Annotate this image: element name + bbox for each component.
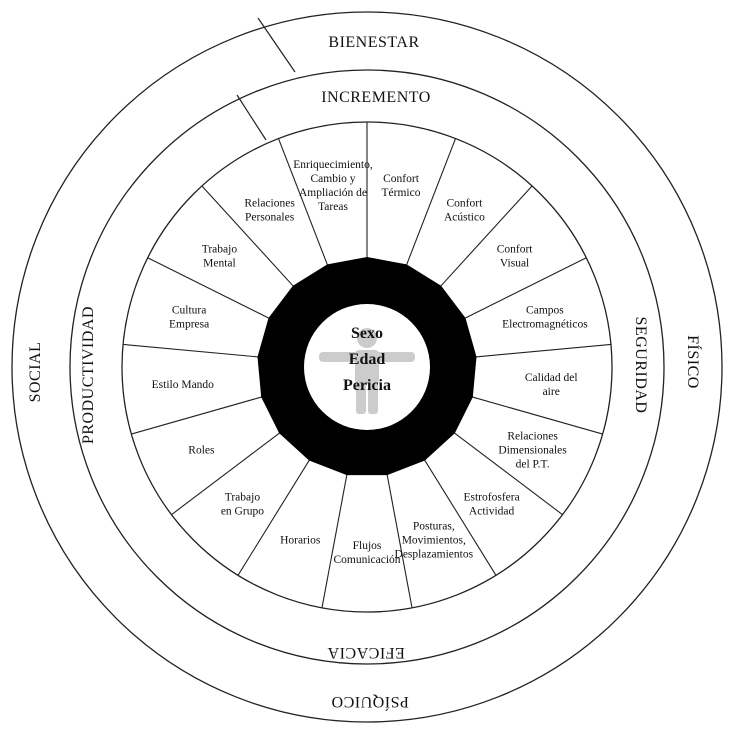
segment-label-line: Electromagnéticos bbox=[502, 318, 588, 330]
segment-label: Posturas, Movimientos, Desplazamientos bbox=[395, 521, 474, 561]
segment-label-line: Relaciones bbox=[507, 431, 558, 443]
segment-label-line: Tareas bbox=[318, 201, 348, 213]
segment-label-line: Trabajo bbox=[225, 492, 261, 504]
segment-label-line: Trabajo bbox=[202, 244, 238, 256]
inner-ring-left-label: PRODUCTIVIDAD bbox=[80, 306, 97, 444]
center-label-edad: Edad bbox=[349, 351, 386, 368]
middle-circle bbox=[69, 69, 665, 665]
segment-label-line: Estrofosfera bbox=[463, 492, 519, 504]
inner-ring-top-label: INCREMENTO bbox=[321, 89, 431, 106]
segment-spokes bbox=[122, 122, 612, 608]
outer-ring-divider bbox=[257, 17, 296, 73]
person-icon bbox=[319, 328, 415, 414]
segment-label-line: Comunicación bbox=[333, 554, 400, 566]
segment-divider bbox=[131, 396, 264, 435]
segment-label-line: Cambio y bbox=[310, 173, 355, 185]
center-label-pericia: Pericia bbox=[343, 377, 391, 394]
segment-label-line: Campos bbox=[526, 304, 564, 316]
segment-label-line: Estilo Mando bbox=[152, 379, 215, 391]
segment-label-line: Calidad del bbox=[525, 372, 578, 384]
segment-divider bbox=[386, 473, 413, 608]
segment-label: Estilo Mando bbox=[152, 379, 215, 391]
outer-circle bbox=[11, 11, 723, 723]
segment-label-line: Personales bbox=[245, 212, 295, 224]
segment-label-line: Horarios bbox=[280, 535, 321, 547]
segment-label-line: Dimensionales bbox=[498, 445, 567, 457]
segment-divider bbox=[201, 185, 295, 288]
segment-label-line: del P.T. bbox=[516, 459, 550, 471]
segment-label-line: Enriquecimiento, bbox=[293, 159, 373, 171]
segment-label-line: Confort bbox=[497, 244, 534, 256]
segment-label-line: Empresa bbox=[169, 318, 209, 330]
segment-label: Calidad del aire bbox=[525, 372, 578, 398]
segment-label: Enriquecimiento, Cambio y Ampliación de Tar… bbox=[293, 159, 373, 213]
segment-label-line: Confort bbox=[447, 198, 484, 210]
segment-divider bbox=[405, 138, 457, 267]
segment-divider bbox=[463, 257, 587, 320]
segment-divider bbox=[470, 396, 603, 435]
segment-label-line: Posturas, bbox=[413, 521, 455, 533]
segment-divider bbox=[474, 343, 612, 358]
outer-ring-left-label: SOCIAL bbox=[27, 342, 44, 403]
segment-label-line: Actividad bbox=[469, 506, 515, 518]
segment-label-line: aire bbox=[543, 386, 560, 398]
segment-divider bbox=[171, 431, 282, 516]
segment-label: Trabajo en Grupo bbox=[221, 492, 264, 518]
segment-divider bbox=[452, 431, 563, 516]
segment-label-line: Roles bbox=[188, 445, 215, 457]
segment-label-line: Cultura bbox=[172, 304, 207, 316]
outer-ring-bottom-label: PSÍQUICO bbox=[331, 693, 409, 712]
segment-divider bbox=[439, 185, 533, 288]
segment-label-line: Desplazamientos bbox=[395, 549, 474, 561]
segment-label: Roles bbox=[188, 445, 215, 457]
segment-divider bbox=[147, 257, 271, 320]
segment-label-line: Mental bbox=[203, 258, 236, 270]
segment-label-line: Térmico bbox=[382, 187, 421, 199]
outer-ring-top-label: BIENESTAR bbox=[328, 34, 419, 51]
segment-label-line: Acústico bbox=[444, 212, 485, 224]
segment-label: Horarios bbox=[280, 535, 321, 547]
segment-divider bbox=[122, 343, 260, 358]
inner-ring-divider bbox=[236, 94, 267, 141]
outer-ring-right-label: FÍSICO bbox=[684, 335, 703, 389]
center-label-sexo: Sexo bbox=[351, 325, 383, 342]
segment-label-line: Flujos bbox=[353, 540, 382, 552]
segment-label-line: Relaciones bbox=[244, 198, 295, 210]
segment-label-line: Ampliación de bbox=[299, 187, 367, 199]
inner-ring-right-label: SEGURIDAD bbox=[632, 317, 649, 414]
inner-ring-bottom-label: EFICACIA bbox=[327, 644, 405, 661]
segment-divider bbox=[423, 458, 497, 576]
segment-label-line: Confort bbox=[383, 173, 420, 185]
segment-divider bbox=[237, 458, 311, 576]
segment-label-line: en Grupo bbox=[221, 506, 264, 518]
segment-divider bbox=[277, 138, 329, 267]
segment-label-line: Visual bbox=[500, 258, 529, 270]
segment-label-line: Movimientos, bbox=[402, 535, 466, 547]
segment-divider bbox=[321, 473, 348, 608]
